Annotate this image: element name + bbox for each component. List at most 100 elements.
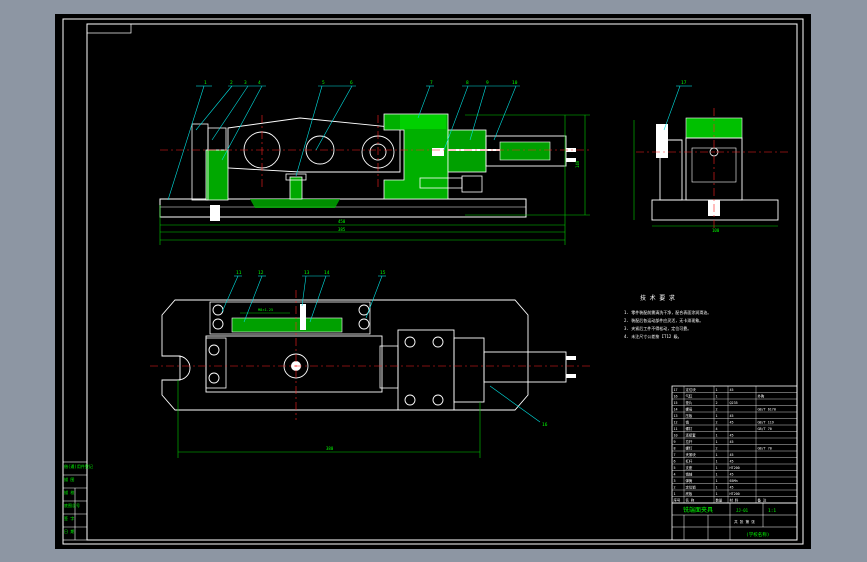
parts-cell: 气缸 (686, 394, 693, 399)
parts-cell: 45 (730, 473, 734, 477)
parts-cell: 螺母 (686, 407, 693, 412)
front-dimensions (159, 114, 590, 245)
balloon: 7 (430, 80, 433, 86)
parts-cell: 1 (674, 492, 676, 496)
strip-label: 描 校 (64, 489, 74, 495)
clamp-block-top (400, 115, 446, 129)
tech-req-item: 4. 未注尺寸公差按 IT12 级。 (624, 333, 682, 339)
top-cylinder-barrel (483, 351, 567, 383)
parts-cell: 定位销 (686, 485, 697, 490)
parts-list-grid (672, 386, 797, 503)
title-block-grid (672, 503, 797, 540)
front-balloons: 1 2 3 4 5 6 7 8 9 10 (204, 80, 518, 86)
balloon: 2 (230, 80, 233, 86)
parts-cell: 2 (674, 486, 676, 490)
center-screw-head (285, 173, 307, 181)
parts-header-cell: 数量 (716, 498, 723, 503)
parts-cell: 45 (730, 453, 734, 457)
parts-cell: 1 (716, 434, 718, 438)
balloon: 5 (322, 80, 325, 86)
parts-cell: 12 (674, 421, 678, 425)
lever-arm (227, 117, 401, 173)
parts-cell: 压板 (686, 413, 693, 418)
center-screw (289, 176, 303, 200)
dim-label-front-overall: 450 (338, 219, 346, 224)
parts-cell: 2 (716, 408, 718, 412)
top-bolt-heads (208, 304, 444, 406)
parts-cell: 底板 (686, 491, 693, 496)
parts-cell: 15 (674, 401, 678, 405)
top-pin (300, 304, 306, 330)
strip-label: 签 字 (64, 515, 74, 521)
side-upright (659, 139, 683, 201)
balloon: 10 (512, 80, 518, 86)
parts-cell: 1 (716, 414, 718, 418)
balloon: 11 (236, 270, 242, 276)
top-dimensions (177, 312, 481, 458)
strip-label: 描 图 (64, 476, 74, 482)
parts-cell: 支座 (686, 465, 693, 470)
dim-label-front-body: 385 (338, 227, 346, 232)
cylinder-piston (499, 141, 551, 161)
parts-cell: 1 (716, 466, 718, 470)
parts-cell: 65Mn (730, 479, 738, 483)
balloon: 3 (244, 80, 247, 86)
parts-cell: GB/T 70 (758, 427, 772, 431)
parts-cell: 2 (716, 421, 718, 425)
parts-cell: 45 (730, 460, 734, 464)
parts-cell: 45 (730, 486, 734, 490)
parts-cell: 杠杆 (686, 459, 693, 464)
parts-cell: 1 (716, 453, 718, 457)
parts-cell: Q235 (730, 401, 738, 405)
parts-cell: GB/T 119 (758, 421, 774, 425)
tech-req-heading: 技 术 要 求 (640, 294, 675, 302)
balloon: 17 (681, 80, 687, 86)
parts-cell: GB/T 6170 (758, 408, 776, 412)
parts-cell: 45 (730, 434, 734, 438)
left-pivot-block (207, 127, 227, 151)
parts-header-cell: 备 注 (758, 498, 767, 503)
school-name: (学校名称) (746, 531, 769, 538)
parts-cell: 4 (716, 427, 718, 431)
base-section-hatch (250, 199, 340, 208)
balloon: 9 (486, 80, 489, 86)
title-block[interactable]: 铣端面夹具 1:1 JJ-01 共 张 第 张 (学校名称) (671, 502, 798, 541)
parts-cell: 外购 (758, 394, 765, 399)
tech-req-item: 1. 零件装配前需清洗干净，配合表面涂润滑油。 (624, 309, 711, 315)
sheet-inner-border (86, 23, 798, 541)
balloon: 15 (380, 270, 386, 276)
parts-cell: 45 (730, 440, 734, 444)
parts-cell: 14 (674, 408, 678, 412)
parts-cell: 螺钉 (686, 426, 693, 431)
top-view[interactable]: 380 M8×1.25 11 12 13 14 15 16 (150, 270, 590, 458)
parts-cell: 螺钉 (686, 446, 693, 451)
parts-cell: 1 (716, 473, 718, 477)
drawing-number: JJ-01 (736, 508, 749, 513)
dim-label-top-note: M8×1.25 (258, 308, 273, 312)
side-view[interactable]: 100 17 (633, 80, 790, 233)
dim-label-top-length: 380 (326, 446, 334, 451)
corner-code-box (86, 23, 132, 34)
parts-header-cell: 序号 (674, 498, 681, 503)
parts-cell: 1 (716, 395, 718, 399)
parts-cell: 5 (674, 466, 676, 470)
sheet-outer-border (62, 18, 804, 545)
front-view[interactable]: 450 385 140 1 2 3 4 5 (159, 80, 590, 245)
left-support-hatch (205, 149, 229, 201)
strip-label: 日 期 (64, 528, 74, 534)
left-support (191, 123, 209, 201)
balloon: 6 (350, 80, 353, 86)
parts-cell: 8 (674, 447, 676, 451)
balloon: 1 (204, 80, 207, 86)
balloon: 13 (304, 270, 310, 276)
parts-cell: 4 (674, 473, 676, 477)
clamp-screw (432, 148, 444, 156)
parts-cell: GB/T 70 (758, 447, 772, 451)
parts-cell: 销轴 (686, 472, 693, 477)
parts-cell: 定位块 (686, 387, 697, 392)
strip-label: 底图总号 (64, 502, 80, 508)
sheet-label: 共 张 第 张 (734, 519, 755, 524)
